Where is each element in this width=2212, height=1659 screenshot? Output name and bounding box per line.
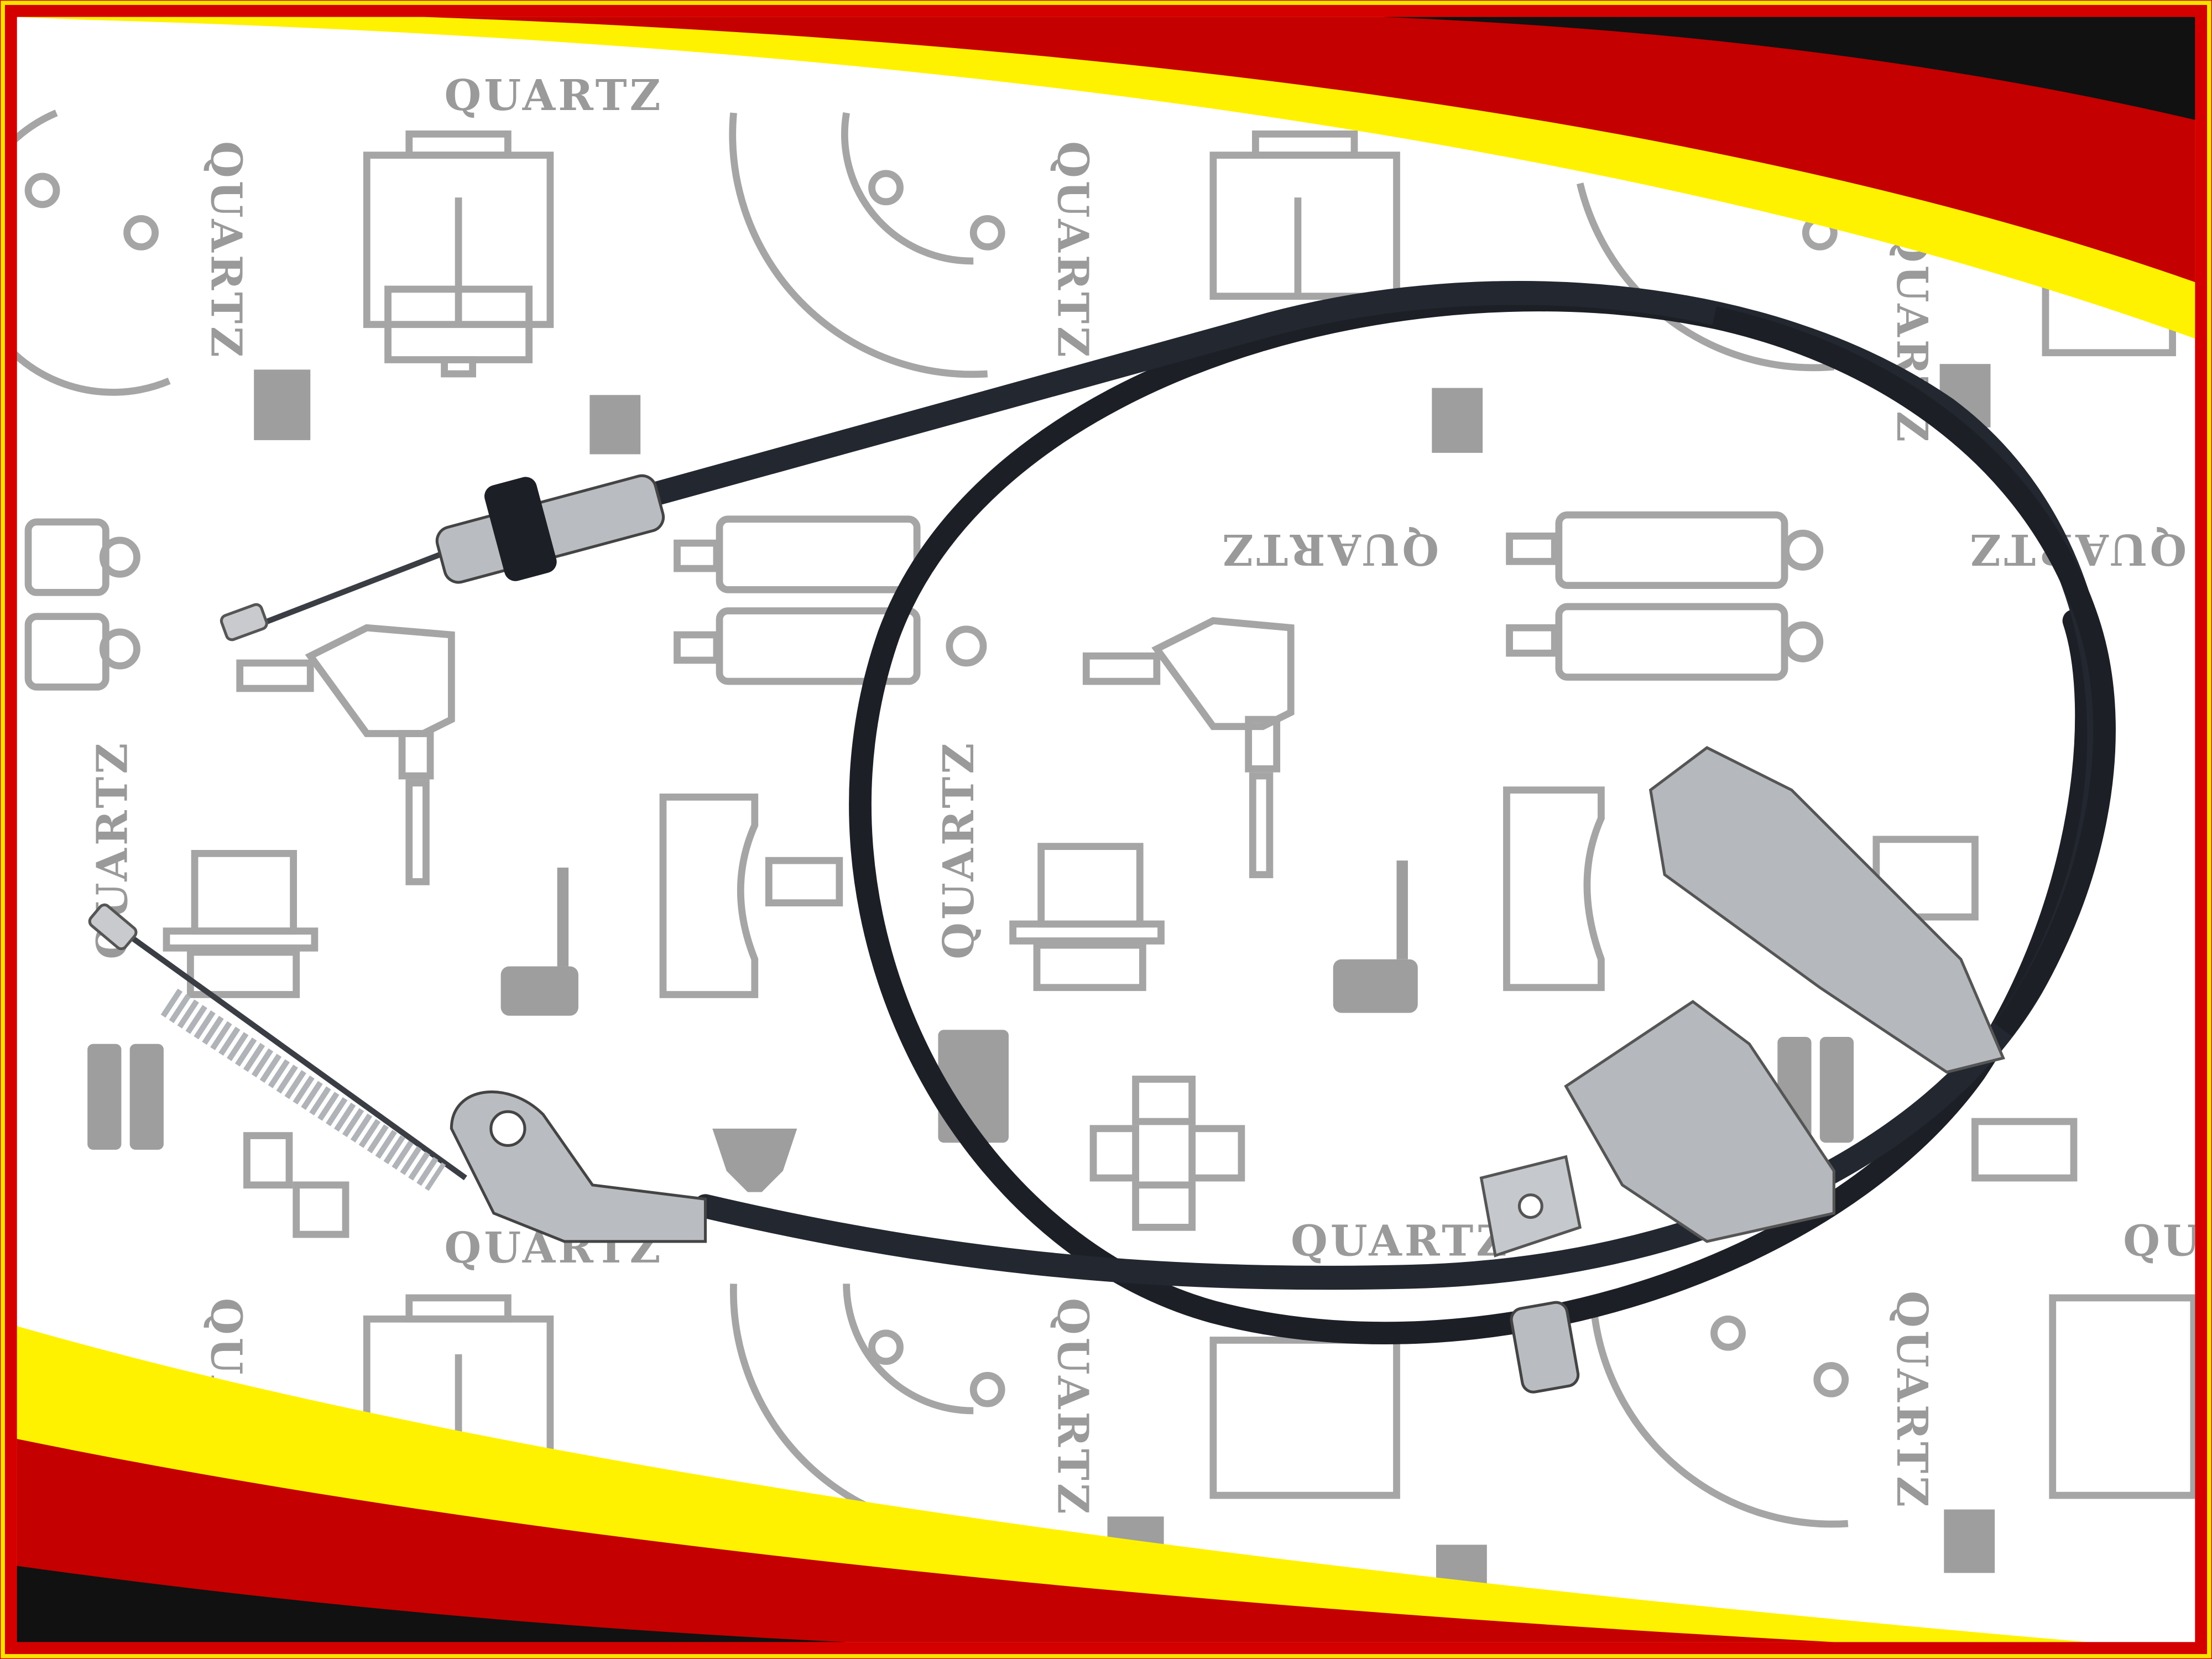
bottom-swoosh bbox=[17, 1326, 2088, 1642]
engine-mount-icon bbox=[163, 836, 1979, 998]
svg-text:QUARTZ: QUARTZ bbox=[1047, 1298, 1097, 1517]
mounting-clip-upper bbox=[1648, 746, 2005, 1074]
brake-cable bbox=[88, 281, 2116, 1394]
photo-area bbox=[17, 17, 2195, 1642]
svg-text:QUARTZ: QUARTZ bbox=[1047, 141, 1097, 360]
tie-rod-end-icon bbox=[236, 617, 1295, 885]
top-swoosh bbox=[17, 17, 2195, 339]
svg-text:QUARTZ: QUARTZ bbox=[1291, 1216, 1510, 1266]
cable-end-fitting-upper bbox=[435, 474, 665, 584]
inner-wire-lower bbox=[111, 921, 467, 1181]
universal-joint-icon bbox=[243, 1076, 2078, 1238]
cable-end-nipple-upper bbox=[220, 603, 268, 641]
svg-text:QUARTZ: QUARTZ bbox=[445, 71, 664, 121]
cable-end-nipple-lower bbox=[88, 903, 138, 951]
svg-text:QUARTZ: QUARTZ bbox=[934, 740, 984, 959]
inner-wire-upper bbox=[238, 547, 453, 635]
svg-text:QUARTZ: QUARTZ bbox=[1220, 524, 1439, 574]
svg-text:QUARTZ: QUARTZ bbox=[1887, 1291, 1937, 1510]
return-spring bbox=[160, 988, 446, 1191]
shock-absorber-icon bbox=[24, 511, 1824, 691]
svg-text:QUARTZ: QUARTZ bbox=[201, 141, 251, 360]
bushing-icon bbox=[254, 364, 1995, 1594]
mounting-clip-lower bbox=[1564, 1000, 1835, 1243]
wheel-cylinder-icon bbox=[659, 786, 1605, 998]
watermark-pattern: QUARTZ QUARTZ QUARTZ QUARTZ QUARTZ QUART… bbox=[0, 71, 2212, 1594]
cable-grommet bbox=[1510, 1301, 1580, 1394]
